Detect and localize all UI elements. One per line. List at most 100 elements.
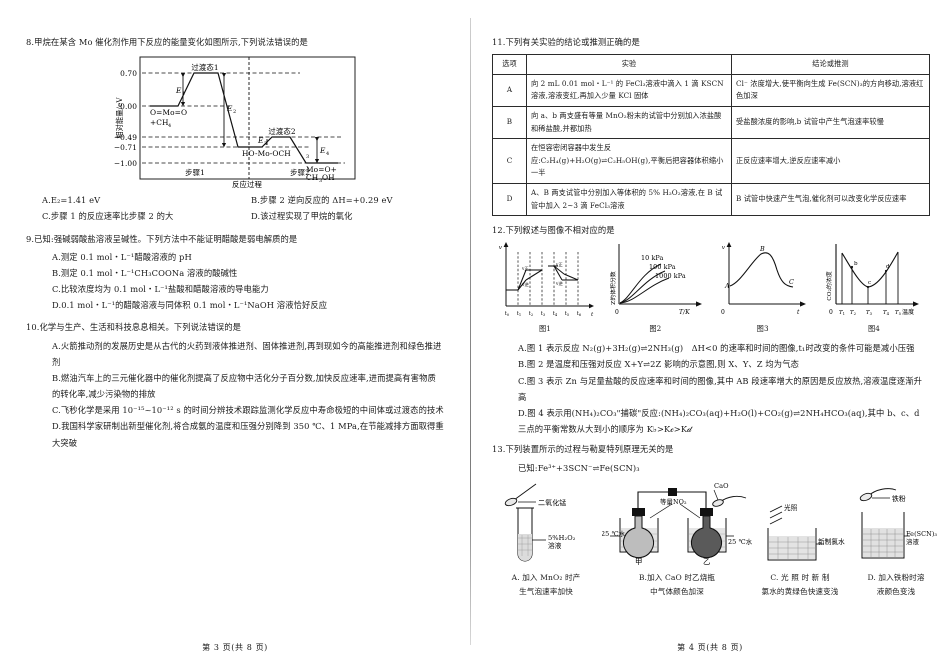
svg-text:3: 3 [319,178,322,184]
svg-text:E: E [257,136,264,145]
figure-4-caption: 图4 [868,324,880,334]
apparatus-d: 铁粉 Fe(SCN)₃ 溶液 D. [848,478,944,599]
figure-3-svg: v 0 t A B C [721,242,806,316]
svg-text:2: 2 [233,109,236,115]
question-9-option-a[interactable]: A.测定 0.1 mol・L⁻¹醋酸溶液的 pH [52,251,192,262]
svg-text:t2: t2 [529,311,534,317]
table-row[interactable]: D A、B 两支试管中分别加入等体积的 5% H₂O₂溶液,在 B 试管中加入 … [492,182,930,217]
question-13-apparatus: 二氧化锰 5%H₂O₂ [492,478,937,599]
experiment-conclusion-table: 选项 实验 结论或推测 A 向 2 mL 0.01 mol・L⁻¹ 的 FeCl… [492,54,930,217]
table-row[interactable]: A 向 2 mL 0.01 mol・L⁻¹ 的 FeCl₃溶液中滴入 1 滴 K… [492,73,930,107]
question-12-option-c[interactable]: C.图 3 表示 Zn 与足量盐酸的反应速率和时间的图像,其中 AB 段速率增大… [518,375,923,402]
question-9-option-c[interactable]: C.比较浓度均为 0.1 mol・L⁻¹盐酸和醋酸溶液的导电能力 [52,284,269,295]
question-8-number: 8. [26,37,35,47]
figure-2: Z的体积分数 0 T/K 10 kPa 100 kPa 1000 kPa 图2 [603,240,707,336]
svg-text:0: 0 [721,309,725,316]
apparatus-d-svg: 铁粉 Fe(SCN)₃ 溶液 [859,487,937,559]
apparatus-a-caption-1: A. 加入 MnO₂ 时产 [511,572,581,582]
question-10-option-b[interactable]: B.燃油汽车上的三元催化器中的催化剂提高了反应物中活化分子百分数,加快反应速率,… [52,372,436,400]
th-conclusion: 结论或推测 [731,54,930,75]
question-9: 9.已知:强碱弱酸盐溶液呈碱性。下列方法中不能证明醋酸是弱电解质的是 A.测定 … [26,231,444,314]
question-8-stem-text: 甲烷在某含 Mo 催化剂作用下反应的能量变化如图所示,下列说法错误的是 [34,37,308,47]
apparatus-d-caption-1: D. 加入铁粉时溶 [867,572,925,582]
question-11-stem: 11.下列有关实验的结论或推测正确的是 [492,34,930,50]
question-13: 13.下列装置所示的过程与勒夏特列原理无关的是 已知:Fe³⁺+3SCN⁻⇌Fe… [492,441,937,599]
th-option: 选项 [492,54,527,75]
question-8-option-a[interactable]: A.E₂=1.41 eV [42,195,101,206]
svg-text:甲: 甲 [635,557,643,566]
question-9-option-d[interactable]: D.0.1 mol・L⁻¹的醋酸溶液与同体积 0.1 mol・L⁻¹NaOH 溶… [52,300,328,311]
figure-4-svg: CO₂的浓度 0 温度 [825,244,919,316]
apparatus-a-svg: 二氧化锰 5%H₂O₂ [504,483,576,562]
question-10-number: 10. [26,322,40,333]
th-experiment: 实验 [526,54,732,75]
svg-text:过渡态1: 过渡态1 [191,63,218,72]
table-row[interactable]: B 向 a、b 两支盛有等量 MnO₂粉末的试管中分别加入浓盐酸和稀盐酸,并都加… [492,105,930,140]
row-d-conclusion: B 试管中快速产生气泡,催化剂可以改变化学反应速率 [731,182,930,217]
svg-text:t4: t4 [553,311,558,317]
svg-text:c: c [868,280,871,286]
svg-text:1000 kPa: 1000 kPa [655,272,686,280]
question-8-options-row1: A.E₂=1.41 eV B.步骤 2 逆向反应的 ΔH=+0.29 eV [26,192,444,208]
question-8-option-b[interactable]: B.步骤 2 逆向反应的 ΔH=+0.29 eV [251,195,393,206]
apparatus-b: 等量NO₂ [602,478,752,599]
question-8-option-d[interactable]: D.该过程实现了甲烷的氧化 [251,211,353,222]
figure-1: v t [492,240,598,336]
svg-text:−0.71: −0.71 [114,143,137,152]
question-11-number: 11. [492,37,506,47]
energy-profile-figure: 0.70 0.00 −0.49 −0.71 −1.00 相对能量/eV [26,53,444,188]
page-left: 8.甲烷在某含 Mo 催化剂作用下反应的能量变化如图所示,下列说法错误的是 0.… [0,0,470,667]
svg-text:溶液: 溶液 [906,537,919,546]
svg-text:v正: v正 [521,266,529,271]
svg-text:+CH: +CH [150,118,169,127]
question-10-option-a[interactable]: A.火箭推动剂的发展历史是从古代的火药到液体推进剂、固体推进剂,再到现如今的高能… [52,340,442,367]
question-11: 11.下列有关实验的结论或推测正确的是 选项 实验 结论或推测 A 向 2 mL… [492,34,930,217]
table-row[interactable]: C 在恒容密闭容器中发生反应:C₂H₄(g)+H₂O(g)⇌C₂H₅OH(g),… [492,138,930,184]
question-10-option-c[interactable]: C.飞秒化学是采用 10⁻¹⁵~10⁻¹² s 的时间分辨技术跟踪监测化学反应中… [52,405,444,416]
apparatus-b-caption-2: 中气体颜色加深 [650,586,704,596]
svg-text:E: E [319,146,326,155]
question-8-option-c[interactable]: C.步骤 1 的反应速率比步骤 2 的大 [42,211,174,222]
question-9-stem-text: 已知:强碱弱酸盐溶液呈碱性。下列方法中不能证明醋酸是弱电解质的是 [34,233,298,244]
svg-text:温度: 温度 [902,308,914,316]
figure-1-caption: 图1 [539,324,551,334]
svg-text:B: B [759,245,765,253]
question-13-number: 13. [492,444,506,455]
question-13-stem-text: 下列装置所示的过程与勒夏特列原理无关的是 [505,444,674,455]
row-option-c: C [492,138,527,184]
question-12-option-b[interactable]: B.图 2 是温度和压强对反应 X+Y⇌2Z 影响的示意图,则 X、Y、Z 均为… [518,359,799,370]
question-9-option-b[interactable]: B.测定 0.1 mol・L⁻¹CH₃COONa 溶液的酸碱性 [52,267,238,278]
svg-text:相对能量/eV: 相对能量/eV [115,97,124,139]
svg-text:25 ℃水: 25 ℃水 [728,537,752,546]
question-12-option-a[interactable]: A.图 1 表示反应 N₂(g)+3H₂(g)⇌2NH₃(g) ΔH<0 的速率… [518,343,915,354]
figure-4: CO₂的浓度 0 温度 [818,240,930,336]
question-8-options-row2: C.步骤 1 的反应速率比步骤 2 的大 D.该过程实现了甲烷的氧化 [26,208,444,224]
svg-text:二氧化锰: 二氧化锰 [538,498,566,507]
svg-text:E: E [175,86,182,95]
apparatus-c: 光照 新制氯水 C. 光 照 时 新 制 [754,478,846,599]
svg-text:v正: v正 [555,262,563,267]
question-10-stem-text: 化学与生产、生活和科技息息相关。下列说法错误的是 [39,322,242,333]
svg-text:t0: t0 [505,311,510,317]
question-10-option-d[interactable]: D.我国科学家研制出新型催化剂,将合成氨的温度和压强分别降到 350 ℃、1 M… [52,421,444,448]
apparatus-b-svg: 等量NO₂ [602,482,752,566]
svg-text:CH: CH [306,173,319,182]
question-12-figures: v t [492,240,930,336]
figure-2-caption: 图2 [649,324,662,334]
row-a-conclusion: Cl⁻ 浓度增大,使平衡向生成 Fe(SCN)₃的方向移动,溶液红色加深 [731,73,930,107]
svg-text:Fe(SCN)₃: Fe(SCN)₃ [906,530,937,538]
question-10-stem: 10.化学与生产、生活和科技息息相关。下列说法错误的是 [26,319,444,335]
apparatus-d-caption-2: 液颜色变浅 [876,586,916,596]
svg-text:d: d [886,264,890,270]
svg-text:1: 1 [182,91,185,97]
svg-text:0: 0 [829,309,833,316]
svg-text:T1: T1 [839,310,845,316]
svg-text:溶液: 溶液 [548,541,562,550]
svg-text:−0.49: −0.49 [114,133,137,142]
svg-text:v逆: v逆 [521,281,529,288]
svg-text:A: A [724,282,730,290]
question-12-option-d[interactable]: D.图 4 表示用(NH₄)₂CO₃"捕碳"反应:(NH₄)₂CO₃(aq)+H… [518,408,920,435]
question-12-stem: 12.下列叙述与图像不相对应的是 [492,222,930,238]
apparatus-c-caption-2: 氯水的黄绿色快速变浅 [761,586,839,596]
svg-text:过渡态2: 过渡态2 [268,127,295,136]
